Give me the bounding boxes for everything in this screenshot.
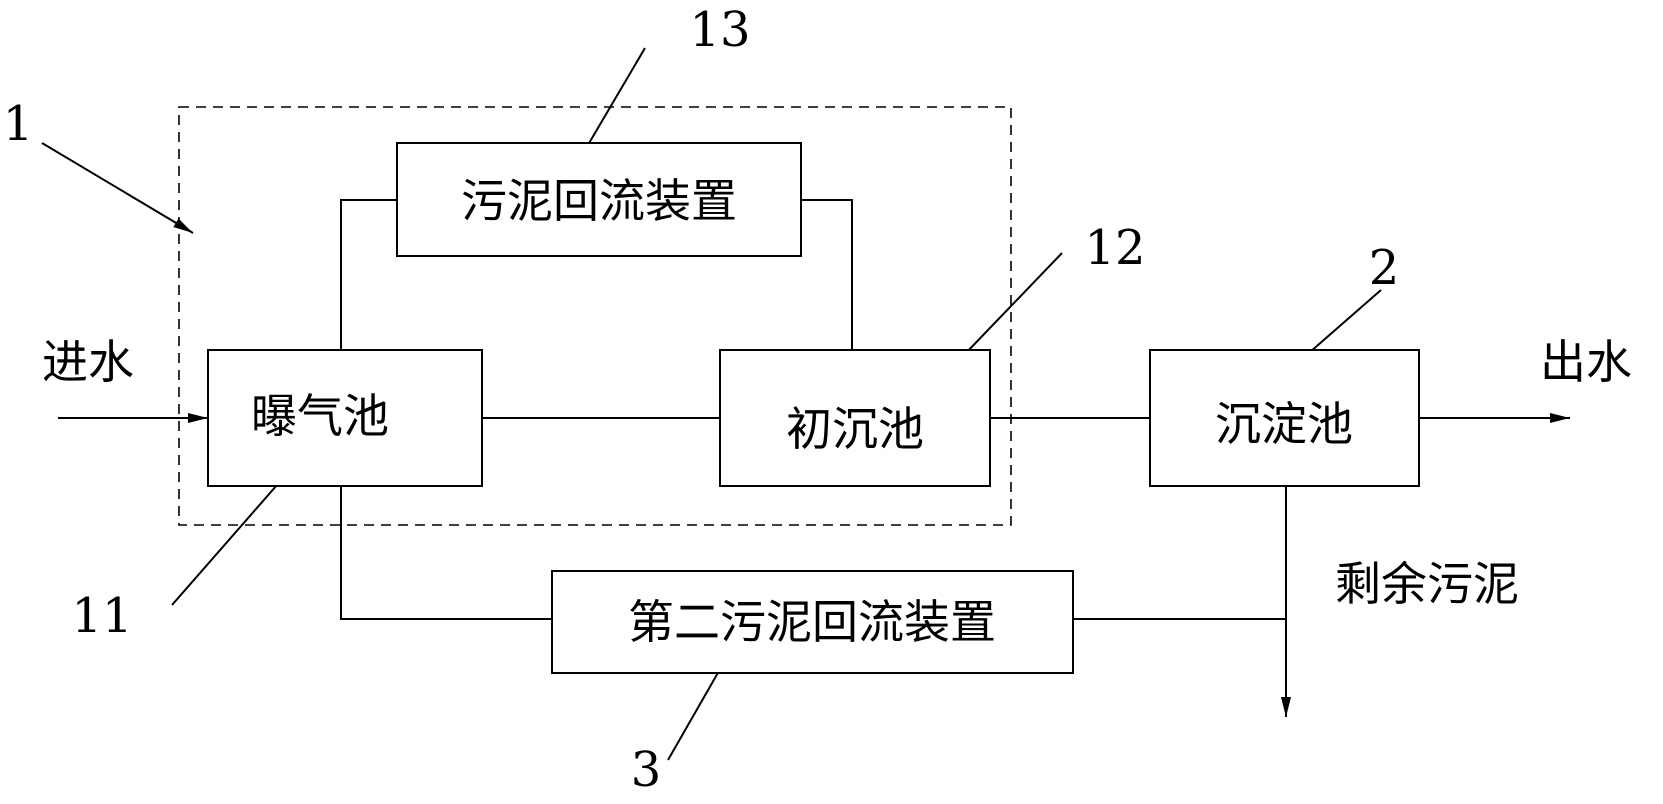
second-sludge-return-label: 第二污泥回流装置 (628, 595, 996, 649)
ref-number-system: 1 (3, 96, 34, 152)
leader-3 (667, 656, 728, 761)
primary-clarifier-label: 初沉池 (786, 402, 924, 456)
ref-number-3: 3 (631, 742, 662, 798)
sludge-return-box (396, 142, 802, 257)
inlet-label: 进水 (42, 335, 134, 389)
excess-sludge-label: 剩余污泥 (1335, 557, 1519, 611)
ref-number-11: 11 (71, 588, 132, 644)
ref-number-12: 12 (1084, 220, 1145, 276)
outlet-label: 出水 (1540, 335, 1632, 389)
primary-clarifier-box (719, 349, 991, 487)
leader-system-1 (41, 142, 194, 234)
leader-13 (584, 47, 646, 151)
aeration-tank-box (207, 349, 483, 487)
sludge-return-loop-right (801, 199, 853, 350)
aeration-tank-label: 曝气池 (251, 389, 389, 443)
sludge-return-label: 污泥回流装置 (461, 174, 737, 228)
sludge-return-loop (340, 199, 397, 350)
ref-number-2: 2 (1369, 240, 1400, 296)
second-sludge-return-box (551, 570, 1074, 674)
ref-number-13: 13 (689, 2, 750, 58)
settling-tank-box (1149, 349, 1420, 487)
settling-tank-label: 沉淀池 (1215, 397, 1353, 451)
leader-11 (171, 484, 278, 606)
second-sludge-return-line (340, 486, 552, 620)
system-boundary (178, 106, 1012, 526)
